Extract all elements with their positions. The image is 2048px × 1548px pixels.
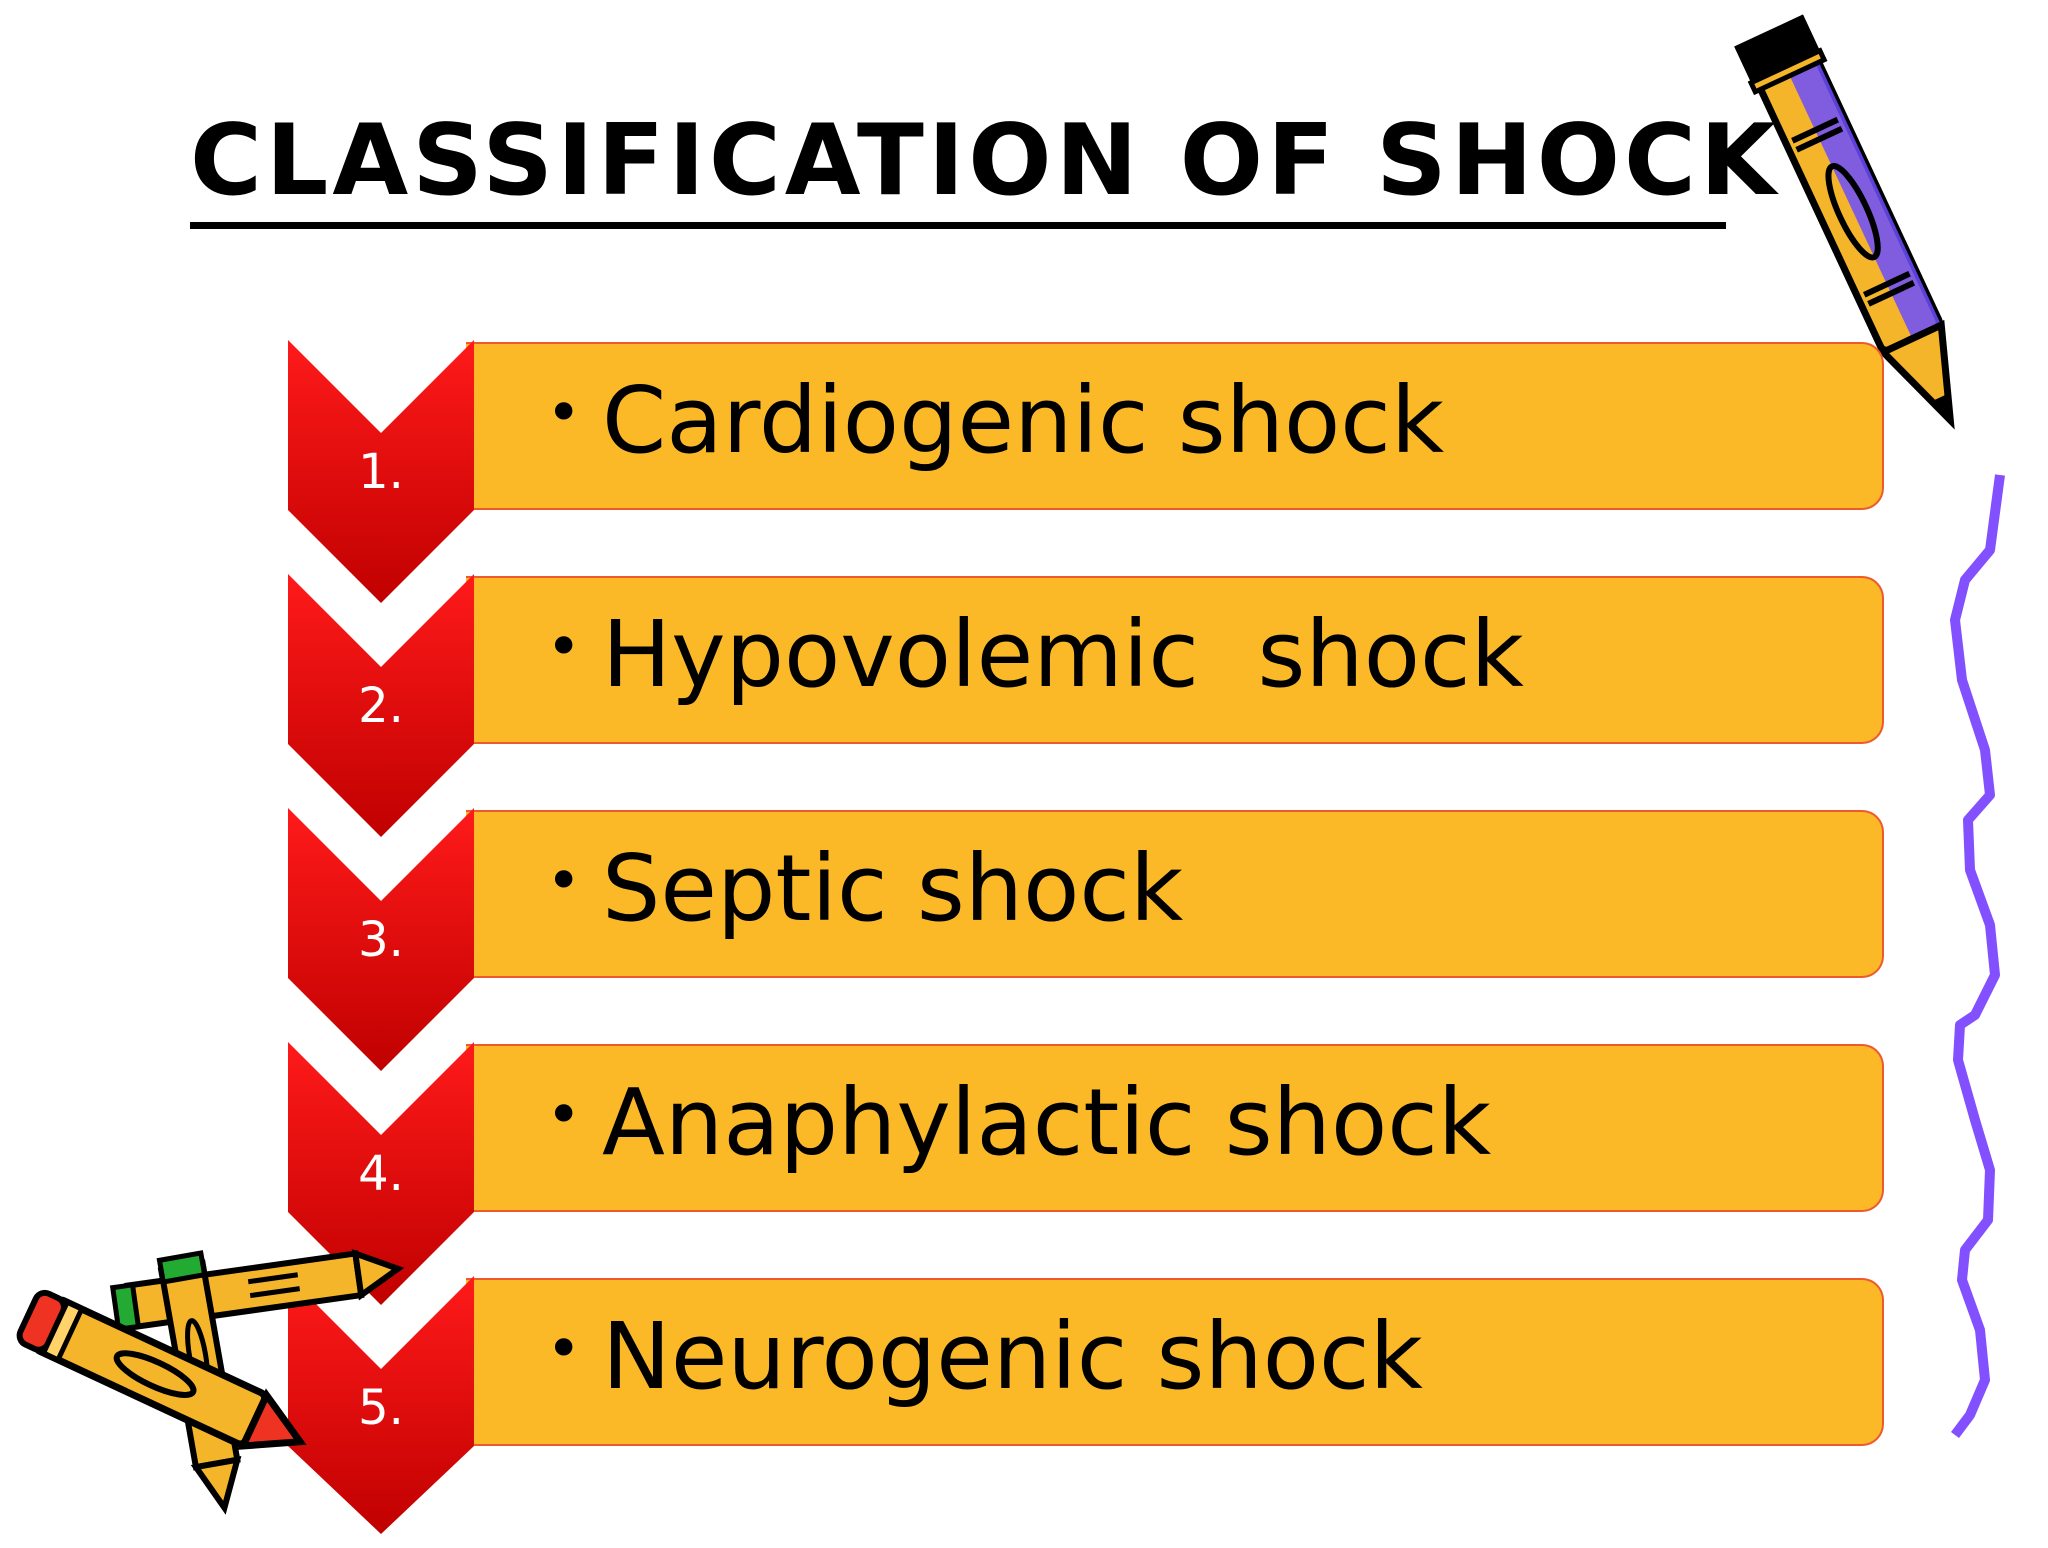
item-bar: • Anaphylactic shock [466,1044,1884,1212]
chevron-arrow [288,1042,474,1306]
item-number: 5. [358,1380,404,1436]
bullet: • [546,612,582,682]
slide-title: CLASSIFICATION OF SHOCK [190,104,1780,218]
chevron-arrow [288,808,474,1072]
item-bar: • Cardiogenic shock [466,342,1884,510]
title-underline [190,222,1726,229]
bullet: • [546,1314,582,1384]
item-bar: • Septic shock [466,810,1884,978]
item-label: Septic shock [602,835,1184,942]
bullet: • [546,1080,582,1150]
item-number: 1. [358,444,404,500]
squiggle-line [1950,474,2005,1438]
item-bar: • Neurogenic shock [466,1278,1884,1446]
list-item: • Anaphylactic shock 4. [0,1042,2048,1314]
pencil-icon [1734,14,1955,430]
chevron-arrow [288,574,474,838]
item-bar: • Hypovolemic shock [466,576,1884,744]
item-label: Anaphylactic shock [602,1069,1492,1176]
item-label: Neurogenic shock [602,1303,1423,1410]
list-item: • Cardiogenic shock 1. [0,340,2048,612]
item-number: 4. [358,1146,404,1202]
bullet: • [546,378,582,448]
item-label: Hypovolemic shock [602,601,1524,708]
item-label: Cardiogenic shock [602,367,1445,474]
list-item: • Septic shock 3. [0,808,2048,1080]
list-item: • Neurogenic shock 5. [0,1276,2048,1548]
item-number: 2. [358,678,404,734]
chevron-arrow [288,340,474,604]
chevron-arrow [288,1276,474,1540]
list-item: • Hypovolemic shock 2. [0,574,2048,846]
item-number: 3. [358,912,404,968]
bullet: • [546,846,582,916]
pencils-icon [16,1249,405,1515]
